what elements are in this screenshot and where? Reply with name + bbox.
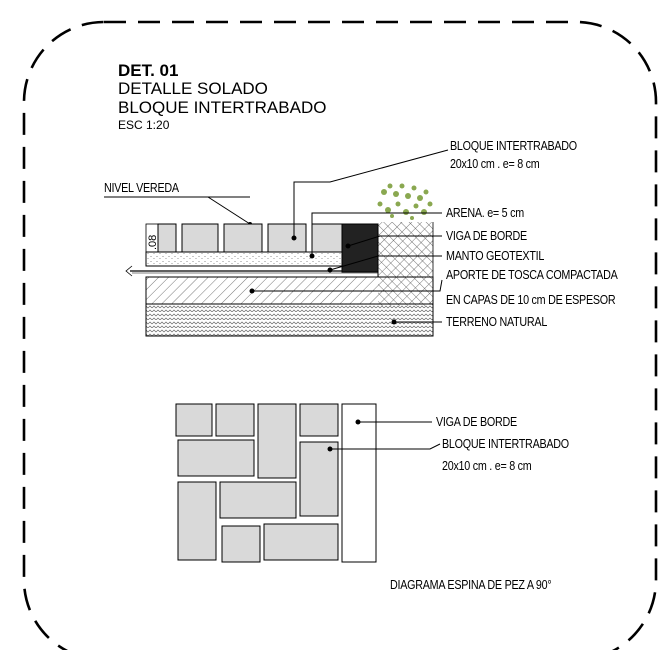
plan-bloque-label-1: BLOQUE INTERTRABADO bbox=[442, 437, 569, 451]
bloque-label-1: BLOQUE INTERTRABADO bbox=[450, 139, 577, 153]
bloque-label-2: 20x10 cm . e= 8 cm bbox=[450, 157, 540, 171]
plan-viga-label: VIGA DE BORDE bbox=[436, 415, 517, 429]
terreno-label: TERRENO NATURAL bbox=[446, 315, 548, 329]
plant-icon bbox=[377, 183, 433, 220]
title-block: DET. 01 DETALLE SOLADO BLOQUE INTERTRABA… bbox=[118, 61, 327, 133]
terreno-layer bbox=[145, 303, 434, 337]
plan-caption: DIAGRAMA ESPINA DE PEZ A 90° bbox=[390, 578, 552, 592]
arena-label: ARENA. e= 5 cm bbox=[446, 206, 524, 220]
title-line2: BLOQUE INTERTRABADO bbox=[118, 97, 327, 117]
viga-label: VIGA DE BORDE bbox=[446, 229, 527, 243]
section-blocks bbox=[157, 223, 343, 253]
plan-bloque-label-2: 20x10 cm . e= 8 cm bbox=[442, 459, 532, 473]
detail-code: DET. 01 bbox=[118, 61, 179, 80]
dashed-frame bbox=[22, 20, 658, 650]
tosca-label-2: EN CAPAS DE 10 cm DE ESPESOR bbox=[446, 293, 616, 307]
title-line1: DETALLE SOLADO bbox=[118, 79, 268, 99]
title-scale: ESC 1:20 bbox=[118, 118, 170, 133]
dimension-label: .08 bbox=[147, 234, 159, 250]
tosca-label-1: APORTE DE TOSCA COMPACTADA bbox=[446, 268, 618, 282]
plan-viga bbox=[341, 403, 377, 563]
nivel-vereda-label: NIVEL VEREDA bbox=[104, 181, 179, 195]
plan-blocks bbox=[175, 403, 339, 563]
manto-label: MANTO GEOTEXTIL bbox=[446, 249, 545, 263]
